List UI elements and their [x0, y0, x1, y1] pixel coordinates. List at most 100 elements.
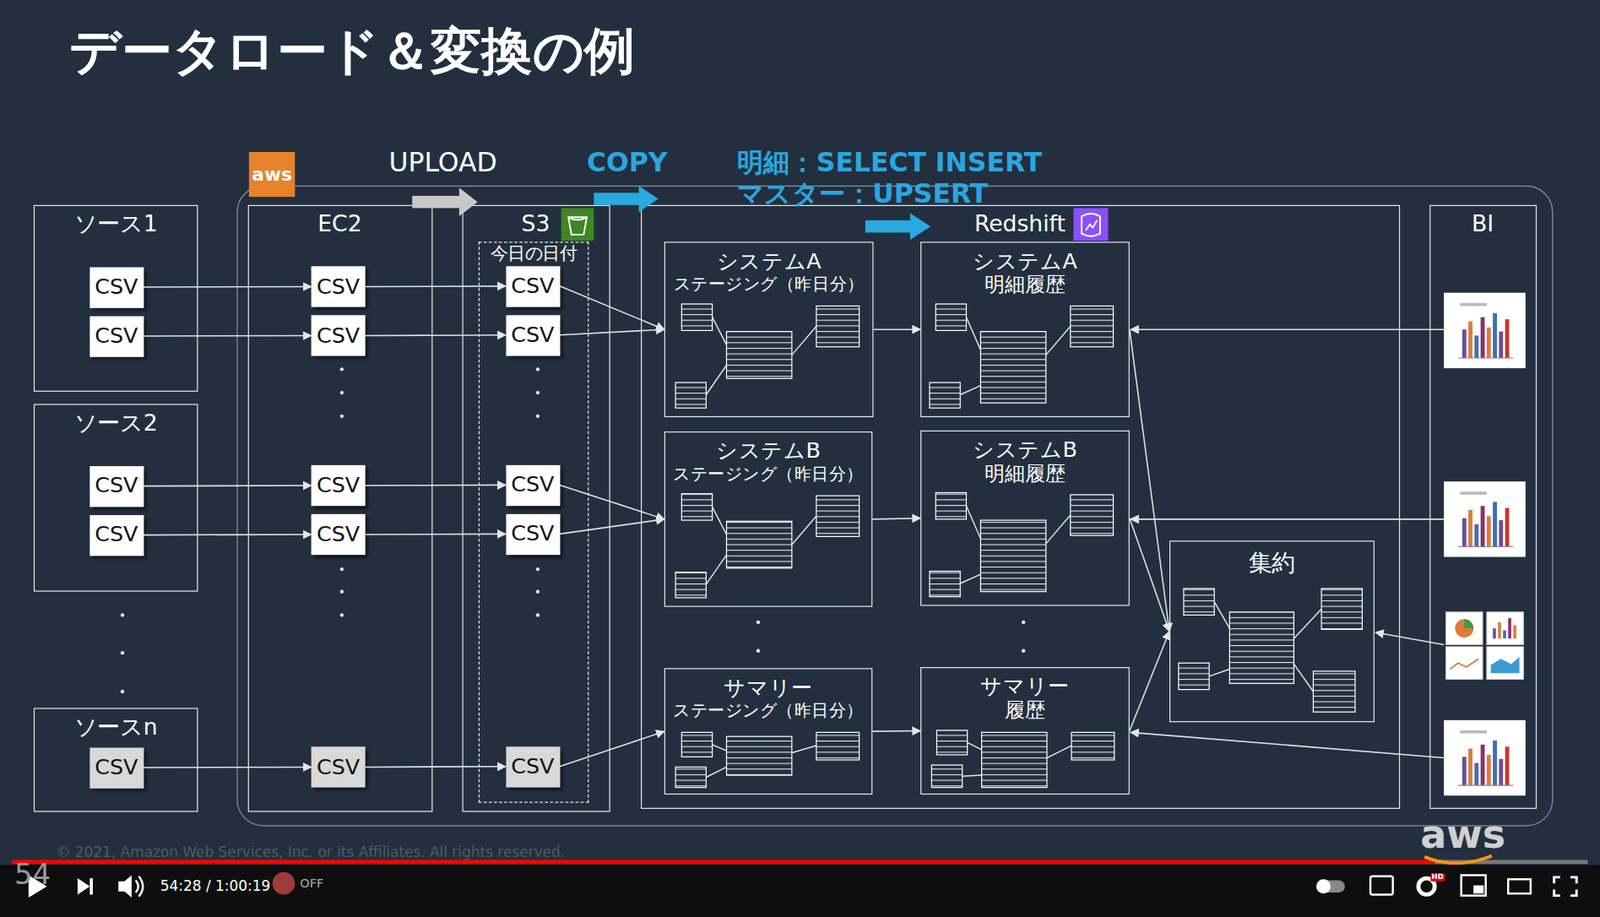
- upload-arrow: [412, 195, 462, 208]
- data-flow-arrow: [559, 329, 665, 336]
- ellipsis-dot: [756, 620, 760, 624]
- chart-bar: [1462, 518, 1467, 548]
- copy-arrow-head: [639, 185, 659, 212]
- insert-arrow: [865, 220, 913, 233]
- relation-line: [960, 574, 981, 584]
- step-label: COPY: [586, 147, 668, 179]
- relation-line: [965, 505, 981, 539]
- play-button: [28, 874, 48, 898]
- node-heading: ソース2: [34, 405, 197, 437]
- avatar-icon: [272, 872, 296, 895]
- bar-chart: [1443, 481, 1526, 557]
- table-icon: [980, 331, 1046, 404]
- data-flow-arrow: [365, 533, 506, 536]
- group-box: Redshift システムAステージング（昨日分）システムBステージング（昨日分）…: [640, 204, 1400, 809]
- data-flow-arrow: [365, 765, 506, 768]
- mini-chart: [1486, 612, 1525, 646]
- aws-watermark: aws: [1420, 813, 1506, 858]
- table-icon: [675, 766, 706, 787]
- chart-bar: [1498, 759, 1503, 786]
- bi-query-arrow: [1130, 328, 1444, 331]
- csv-file: CSV: [89, 315, 144, 357]
- group-box: ソース2CSV CSV: [33, 403, 199, 592]
- table-icon: [816, 732, 860, 760]
- table-icon: [726, 736, 792, 776]
- node-heading: CSV: [316, 274, 360, 299]
- mini-chart: [1446, 612, 1484, 646]
- table-icon: [981, 732, 1047, 787]
- node-heading: システムB: [665, 432, 872, 463]
- csv-file: CSV: [505, 746, 560, 787]
- csv-file: CSV: [89, 465, 144, 506]
- redshift-symbol: [1081, 213, 1101, 237]
- table-icon: [1229, 612, 1294, 684]
- data-flow-arrow: [365, 484, 506, 487]
- relation-line: [1293, 663, 1313, 692]
- chart-bar: [1505, 746, 1510, 786]
- slide-title: データロード＆変換の例: [69, 22, 636, 82]
- hd-badge: HD: [1430, 873, 1445, 882]
- data-flow-arrow: [559, 286, 665, 330]
- data-flow-arrow: [365, 285, 506, 288]
- relation-line: [712, 506, 727, 535]
- s3-icon: [561, 207, 595, 241]
- relation-line: [1214, 602, 1230, 629]
- ellipsis-dot: [340, 390, 344, 395]
- chart-bar: [1474, 524, 1479, 548]
- node-heading: CSV: [94, 754, 138, 780]
- node-heading: CSV: [94, 522, 138, 548]
- table-icon: [929, 382, 960, 408]
- chart-bar: [1480, 744, 1486, 786]
- relation-line: [705, 766, 727, 777]
- node-heading: システムA: [921, 243, 1129, 274]
- staging-box: システムAステージング（昨日分）: [664, 241, 874, 418]
- staging-box: システムBステージング（昨日分）: [664, 431, 874, 608]
- node-heading: CSV: [316, 323, 360, 348]
- chart-axis: [1458, 357, 1514, 358]
- table-icon: [816, 495, 860, 537]
- table-icon: [675, 382, 706, 408]
- group-box: ソース1CSVCSV: [33, 205, 199, 392]
- aws-cloud: awsEC2CSVCSVCSVCSVCSVS3今日の日付CSVCSVCSVCSV…: [236, 185, 1553, 827]
- chart-axis: [1458, 546, 1514, 548]
- node-heading: CSV: [94, 323, 138, 348]
- step-label: 明細：SELECT INSERT: [737, 147, 1043, 179]
- node-heading: サマリー: [921, 667, 1129, 699]
- volume-icon: [118, 874, 132, 898]
- step-label: マスター：UPSERT: [737, 179, 989, 211]
- data-flow-arrow: [1129, 329, 1170, 632]
- table-icon: [1312, 671, 1356, 712]
- table-icon: [1321, 588, 1362, 630]
- miniplayer-icon: [1461, 874, 1487, 895]
- ellipsis-dot: [536, 589, 540, 593]
- relation-line: [705, 554, 727, 585]
- node-heading: S3: [462, 205, 609, 237]
- relation-line: [712, 317, 727, 346]
- history-box: システムA明細履歴: [920, 241, 1130, 418]
- csv-file: CSV: [311, 265, 366, 307]
- ellipsis-dot: [340, 414, 344, 418]
- relation-line: [960, 385, 981, 396]
- data-flow-arrow: [1129, 518, 1170, 632]
- node-heading: システムA: [665, 243, 873, 274]
- table-icon: [726, 331, 792, 380]
- table-icon: [1071, 732, 1115, 760]
- subtitles-icon: [1370, 876, 1394, 895]
- chart-bar: [1468, 748, 1473, 786]
- chart-bar: [1480, 505, 1486, 547]
- autoplay-toggle: [1316, 880, 1346, 893]
- node-heading: CSV: [510, 472, 554, 498]
- csv-file: CSV: [311, 465, 366, 506]
- chart-title-bar: [1459, 303, 1487, 307]
- csv-file: CSV: [505, 513, 560, 554]
- relation-line: [1209, 668, 1230, 676]
- chart-bar: [1480, 317, 1486, 358]
- node-heading: Redshift: [641, 205, 1400, 237]
- ellipsis-dot: [120, 612, 125, 617]
- node-heading: 集約: [1170, 541, 1374, 577]
- node-heading: システムB: [921, 431, 1129, 462]
- csv-file: CSV: [505, 314, 560, 356]
